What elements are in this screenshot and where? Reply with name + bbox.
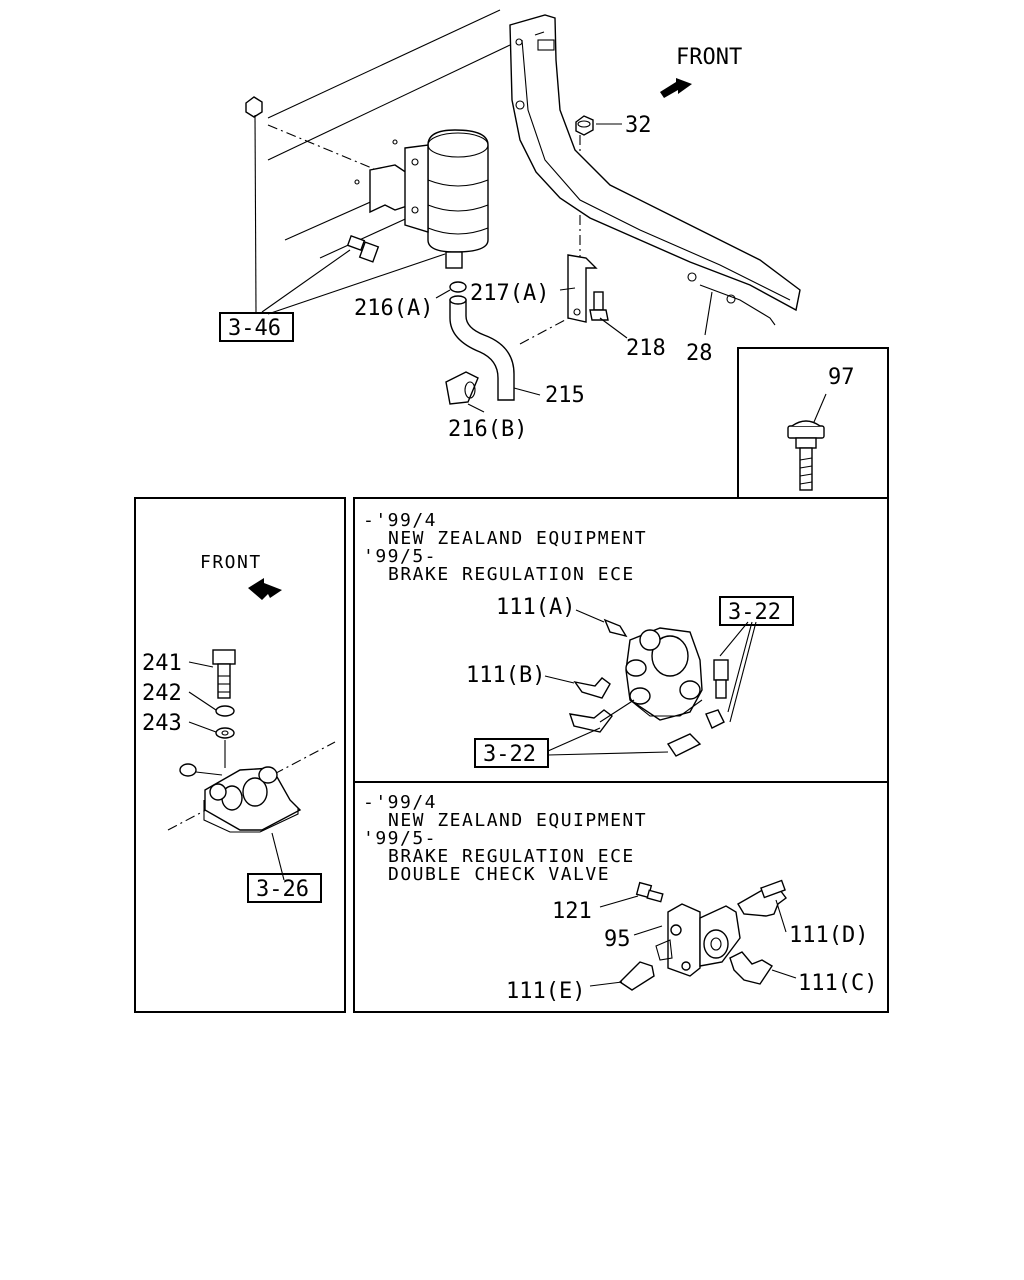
bolt-3-46	[346, 235, 380, 263]
elbow-fitting-111c	[729, 951, 773, 985]
ref-box-3-22-top[interactable]: 3-22	[719, 596, 794, 626]
washer-243	[215, 727, 235, 739]
left-panel: FRONT 2	[134, 497, 346, 1013]
label-242: 242	[142, 681, 182, 706]
label-121: 121	[552, 899, 592, 924]
inset-box-97: 97	[737, 347, 889, 498]
front-arrow-top: FRONT	[660, 45, 742, 98]
note2-line-5: DOUBLE CHECK VALVE	[388, 864, 610, 885]
spring-washer-242	[215, 705, 235, 717]
double-check-valve-95	[655, 903, 741, 977]
bolt-97	[787, 420, 825, 491]
fitting-lower	[666, 733, 702, 757]
note2-line-3: '99/5-	[363, 828, 437, 849]
label-32: 32	[625, 113, 652, 138]
ref-box-3-46[interactable]: 3-46	[219, 312, 294, 342]
fitting-111a	[603, 618, 628, 638]
note-line-4: BRAKE REGULATION ECE	[388, 564, 635, 585]
cross-member-28	[509, 14, 801, 326]
label-216b: 216(B)	[448, 417, 527, 442]
label-217a: 217(A)	[470, 281, 549, 306]
label-111a: 111(A)	[496, 595, 575, 620]
note2-line-1: -'99/4	[363, 792, 437, 813]
tee-fitting-111d	[737, 879, 787, 917]
bolt-241	[212, 649, 236, 699]
bracket-217a	[567, 254, 598, 323]
note-line-1: -'99/4	[363, 510, 437, 531]
ref-box-3-22-bottom[interactable]: 3-22	[474, 738, 549, 768]
air-tank	[354, 129, 489, 269]
note2-line-4: BRAKE REGULATION ECE	[388, 846, 635, 867]
plug-fitting	[713, 659, 729, 699]
elbow-fitting	[568, 709, 613, 733]
fitting-111b	[573, 677, 611, 699]
bolt-121	[635, 881, 664, 903]
note-line-2: NEW ZEALAND EQUIPMENT	[388, 528, 647, 549]
note-line-3: '99/5-	[363, 546, 437, 567]
label-28: 28	[686, 341, 713, 366]
ref-3-26-label: 3-26	[256, 877, 309, 902]
label-216a: 216(A)	[354, 296, 433, 321]
panel-double-check-valve: -'99/4 NEW ZEALAND EQUIPMENT '99/5- BRAK…	[353, 781, 889, 1013]
top-section: FRONT 32 217(A) 216(A) 218 28 215 216(B)…	[219, 9, 801, 442]
label-218: 218	[626, 336, 666, 361]
fitting-111e	[618, 961, 655, 991]
label-111d: 111(D)	[789, 923, 868, 948]
note2-line-2: NEW ZEALAND EQUIPMENT	[388, 810, 647, 831]
label-111b: 111(B)	[466, 663, 545, 688]
nut-3-46	[245, 96, 263, 118]
panel-relay-valve: -'99/4 NEW ZEALAND EQUIPMENT '99/5- BRAK…	[353, 497, 889, 783]
ref-3-22-top-label: 3-22	[728, 600, 781, 625]
label-241: 241	[142, 651, 182, 676]
ref-3-46-label: 3-46	[228, 316, 281, 341]
front-label-top: FRONT	[676, 45, 742, 70]
front-arrow-icon	[660, 78, 692, 98]
fitting-216b	[445, 371, 479, 405]
ref-3-22-bottom-label: 3-22	[483, 742, 536, 767]
bolt-218	[589, 291, 609, 321]
label-243: 243	[142, 711, 182, 736]
valve-assembly-3-26	[167, 741, 336, 881]
front-label-left: FRONT	[200, 552, 262, 573]
relay-valve	[625, 627, 703, 721]
label-97: 97	[828, 365, 855, 390]
hose-215	[449, 281, 515, 401]
small-fitting	[705, 709, 725, 729]
label-111e: 111(E)	[506, 979, 585, 1004]
nut-32	[575, 115, 594, 136]
front-arrow-left-icon	[248, 578, 282, 600]
label-215: 215	[545, 383, 585, 408]
label-111c: 111(C)	[798, 971, 877, 996]
label-95: 95	[604, 927, 631, 952]
ref-box-3-26[interactable]: 3-26	[247, 873, 322, 903]
